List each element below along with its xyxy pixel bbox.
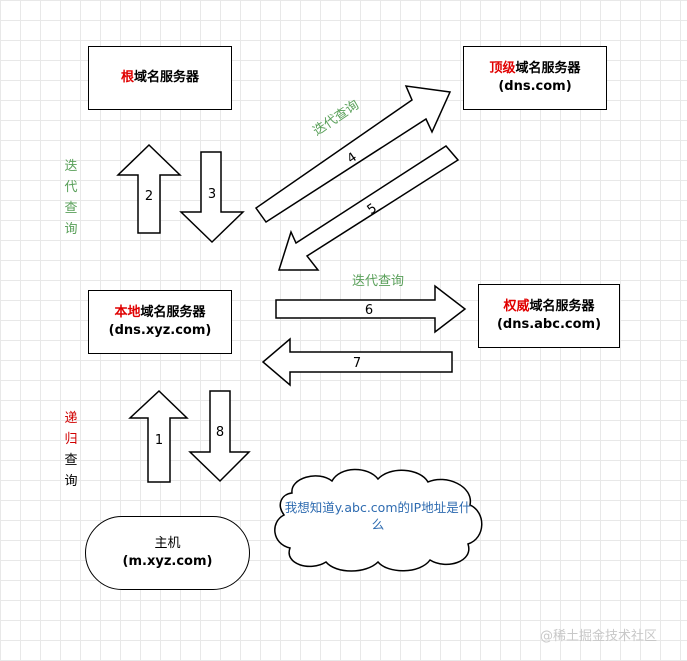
arrow-label-3: 3 <box>208 187 216 202</box>
auth-server-label: 域名服务器 <box>529 299 595 314</box>
iterative-char-1: 迭 <box>64 159 78 174</box>
iterative-diagonal-label: 迭代查询 <box>311 98 363 140</box>
iterative-char-3: 查 <box>64 201 78 216</box>
arrow-label-2: 2 <box>145 189 153 204</box>
arrow-7 <box>261 337 453 387</box>
arrow-5 <box>277 145 460 271</box>
cloud-question-text: 我想知道y.abc.com的IP地址是什么 <box>284 500 472 532</box>
tld-server-node: 顶级域名服务器 (dns.com) <box>463 46 607 110</box>
arrow-1 <box>128 389 189 483</box>
arrow-6 <box>275 284 467 334</box>
iterative-char-2: 代 <box>64 180 78 195</box>
local-server-highlight: 本地 <box>114 305 141 320</box>
arrow-label-6: 6 <box>365 303 373 318</box>
host-label: 主机 <box>154 536 181 551</box>
recursive-query-vertical-label: 递 归 查 询 <box>63 408 79 492</box>
local-server-domain: (dns.xyz.com) <box>108 323 212 338</box>
auth-server-domain: (dns.abc.com) <box>496 317 602 332</box>
authoritative-server-node: 权威域名服务器 (dns.abc.com) <box>478 284 620 348</box>
tld-server-label: 域名服务器 <box>515 61 581 76</box>
arrow-label-8: 8 <box>216 425 224 440</box>
arrow-label-1: 1 <box>155 433 163 448</box>
recursive-char-2: 归 <box>64 432 78 447</box>
tld-server-highlight: 顶级 <box>489 61 516 76</box>
cloud-shape <box>274 468 483 572</box>
recursive-char-4: 询 <box>64 474 78 489</box>
arrow-4 <box>254 85 452 224</box>
arrow-8 <box>188 390 251 483</box>
host-domain: (m.xyz.com) <box>122 554 213 569</box>
root-server-label: 域名服务器 <box>134 70 200 85</box>
arrow-label-7: 7 <box>353 356 361 371</box>
root-server-node: 根域名服务器 <box>88 46 232 110</box>
recursive-char-1: 递 <box>64 411 78 426</box>
watermark: @稀土掘金技术社区 <box>540 629 658 644</box>
local-server-label: 域名服务器 <box>140 305 206 320</box>
iterative-query-mid-label: 迭代查询 <box>352 274 405 289</box>
auth-server-highlight: 权威 <box>503 299 530 314</box>
arrow-3 <box>179 151 245 244</box>
tld-server-domain: (dns.com) <box>498 79 572 94</box>
iterative-query-vertical-label: 迭 代 查 询 <box>63 156 79 240</box>
iterative-char-4: 询 <box>64 222 78 237</box>
host-node: 主机 (m.xyz.com) <box>85 516 250 590</box>
local-server-node: 本地域名服务器 (dns.xyz.com) <box>88 290 232 354</box>
recursive-char-3: 查 <box>64 453 78 468</box>
root-server-highlight: 根 <box>120 70 134 85</box>
arrow-2 <box>116 143 182 234</box>
